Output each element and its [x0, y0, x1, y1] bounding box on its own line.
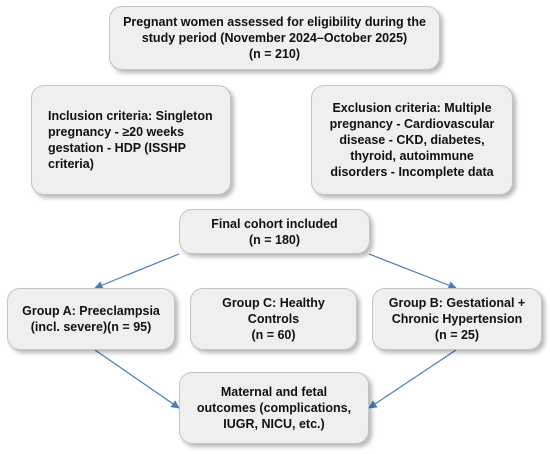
- inclusion-criteria-node: Inclusion criteria: Singleton pregnancy …: [31, 85, 231, 195]
- cohort-line-1: Final cohort included: [211, 216, 338, 231]
- assessed-line-1: Pregnant women assessed for eligibility …: [123, 15, 426, 29]
- group-c-line-2: (n = 60): [251, 328, 296, 342]
- exclusion-line-4: thyroid, autoimmune: [350, 149, 474, 163]
- group-a-line-2: (incl. severe)(n = 95): [30, 320, 152, 334]
- group-a-node: Group A: Preeclampsia (incl. severe)(n =…: [7, 288, 175, 350]
- arrow-group-b-to-outcomes: [368, 349, 457, 409]
- assessed-line-2: study period (November 2024–October 2025…: [141, 31, 408, 45]
- exclusion-line-1: Exclusion criteria: Multiple: [332, 101, 492, 115]
- inclusion-line-2: pregnancy - ≥20 weeks: [48, 125, 185, 139]
- exclusion-line-2: pregnancy - Cardiovascular: [329, 117, 495, 131]
- assessed-line-3: (n = 210): [248, 47, 301, 61]
- outcomes-line-1: Maternal and fetal: [220, 385, 328, 399]
- exclusion-line-5: disorders - Incomplete data: [330, 165, 494, 179]
- inclusion-line-4: criteria): [48, 157, 94, 171]
- inclusion-line-3: gestation - HDP (ISSHP: [48, 141, 186, 155]
- group-c-line-1: Group C: Healthy Controls: [222, 296, 325, 326]
- inclusion-line-1: Inclusion criteria: Singleton: [48, 109, 213, 123]
- group-a-line-1: Group A: Preeclampsia: [22, 304, 160, 318]
- group-c-node: Group C: Healthy Controls (n = 60): [190, 288, 357, 350]
- outcomes-line-2: outcomes (complications,: [196, 401, 352, 415]
- final-cohort-node: Final cohort included (n = 180): [179, 209, 370, 254]
- outcomes-line-3: IUGR, NICU, etc.): [223, 417, 325, 431]
- exclusion-line-3: disease - CKD, diabetes,: [339, 133, 485, 147]
- arrow-cohort-to-group-b: [368, 253, 457, 290]
- cohort-line-2: (n = 180): [248, 232, 301, 247]
- exclusion-criteria-node: Exclusion criteria: Multiple pregnancy -…: [311, 85, 513, 195]
- group-b-line-2: Chronic Hypertension: [391, 312, 523, 326]
- arrow-cohort-to-group-a: [94, 253, 180, 290]
- group-b-line-1: Group B: Gestational +: [388, 296, 526, 310]
- group-b-node: Group B: Gestational + Chronic Hypertens…: [372, 288, 542, 350]
- assessed-node: Pregnant women assessed for eligibility …: [109, 6, 440, 70]
- group-b-line-3: (n = 25): [434, 328, 480, 342]
- arrow-group-a-to-outcomes: [94, 349, 180, 409]
- outcomes-node: Maternal and fetal outcomes (complicatio…: [179, 372, 369, 444]
